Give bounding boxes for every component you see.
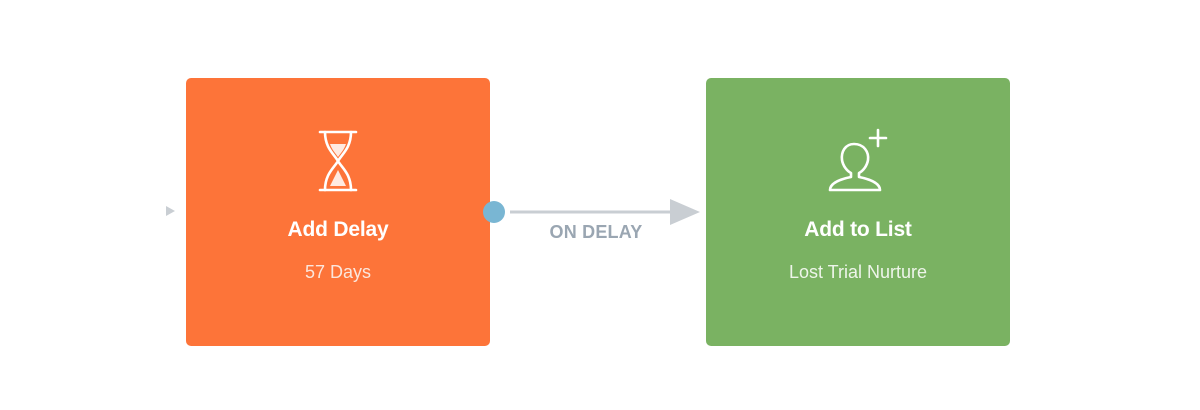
add-delay-title: Add Delay [287, 218, 389, 241]
delay-output-port[interactable] [483, 201, 505, 223]
add-to-list-title: Add to List [804, 218, 912, 241]
add-user-icon [828, 128, 888, 192]
add-delay-duration: 57 Days [304, 262, 372, 282]
on-delay-label: ON DELAY [549, 222, 643, 242]
add-delay-node[interactable]: Add Delay 57 Days [186, 78, 490, 346]
connector-arrowhead [670, 199, 700, 225]
add-to-list-list-name: Lost Trial Nurture [788, 262, 928, 282]
add-to-list-node[interactable]: Add to List Lost Trial Nurture [706, 78, 1010, 346]
hourglass-icon [318, 130, 358, 192]
on-delay-connector[interactable] [510, 196, 702, 228]
incoming-connector-arrow [166, 206, 175, 216]
